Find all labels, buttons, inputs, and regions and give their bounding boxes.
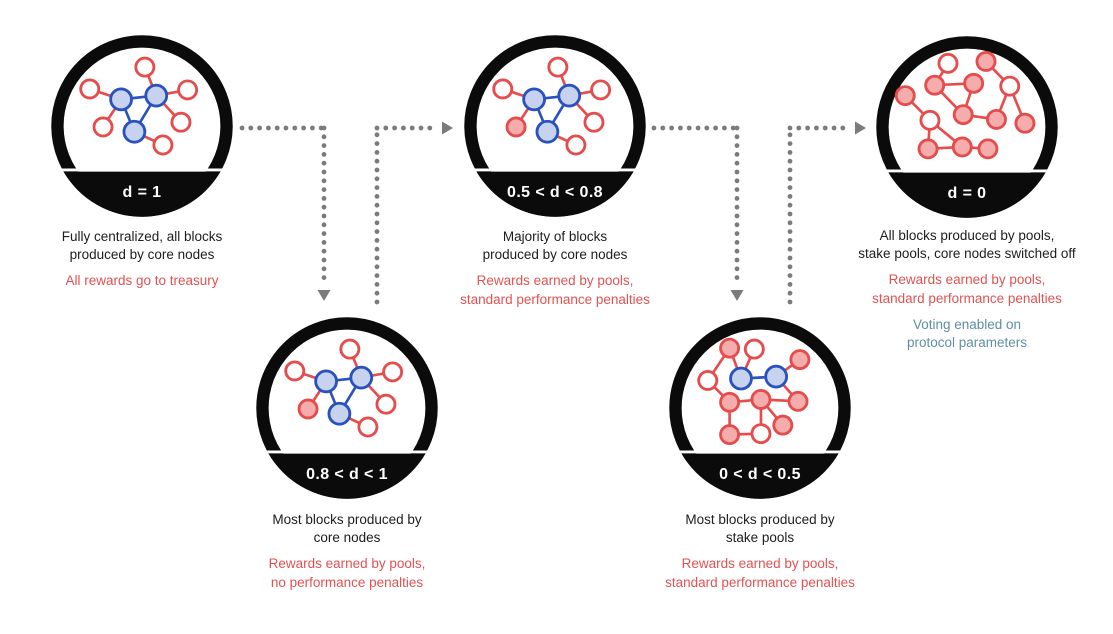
d-parameter-label: d = 1 bbox=[122, 184, 162, 201]
stage-circle: 0 < d < 0.5 bbox=[665, 313, 855, 503]
caption-rewards: Rewards earned by pools, standard perfor… bbox=[872, 272, 1062, 306]
caption-main: Most blocks produced by core nodes bbox=[272, 512, 422, 546]
stage-circle: d = 1 bbox=[47, 31, 237, 221]
caption-main: Most blocks produced by stake pools bbox=[685, 512, 835, 546]
network-graph bbox=[668, 317, 852, 499]
d-parameter-label: 0.5 < d < 0.8 bbox=[507, 184, 603, 201]
stage-circle: 0.5 < d < 0.8 bbox=[460, 31, 650, 221]
caption-rewards: Rewards earned by pools, standard perfor… bbox=[665, 556, 855, 590]
stage-circle: 0.8 < d < 1 bbox=[252, 313, 442, 503]
network-graph bbox=[875, 36, 1059, 218]
stage-captions: All blocks produced by pools, stake pool… bbox=[837, 227, 1097, 360]
d-parameter-label: d = 0 bbox=[947, 185, 987, 202]
caption-rewards: Rewards earned by pools, standard perfor… bbox=[460, 273, 650, 307]
stage-captions: Most blocks produced by stake pools Rewa… bbox=[630, 511, 890, 600]
caption-main: All blocks produced by pools, stake pool… bbox=[858, 228, 1076, 262]
d-parameter-label: 0.8 < d < 1 bbox=[306, 466, 388, 483]
caption-main: Majority of blocks produced by core node… bbox=[482, 229, 628, 263]
network-graph bbox=[50, 35, 234, 217]
stage-captions: Most blocks produced by core nodes Rewar… bbox=[217, 511, 477, 600]
stage-captions: Majority of blocks produced by core node… bbox=[425, 228, 685, 317]
network-graph bbox=[255, 317, 439, 499]
network-graph bbox=[463, 35, 647, 217]
caption-rewards: Rewards earned by pools, no performance … bbox=[268, 556, 426, 590]
stage-circle: d = 0 bbox=[872, 32, 1062, 222]
caption-rewards: All rewards go to treasury bbox=[65, 273, 219, 289]
caption-voting: Voting enabled on protocol parameters bbox=[906, 316, 1028, 351]
stage-captions: Fully centralized, all blocks produced b… bbox=[12, 228, 272, 299]
d-parameter-label: 0 < d < 0.5 bbox=[719, 466, 801, 483]
caption-main: Fully centralized, all blocks produced b… bbox=[61, 229, 223, 263]
